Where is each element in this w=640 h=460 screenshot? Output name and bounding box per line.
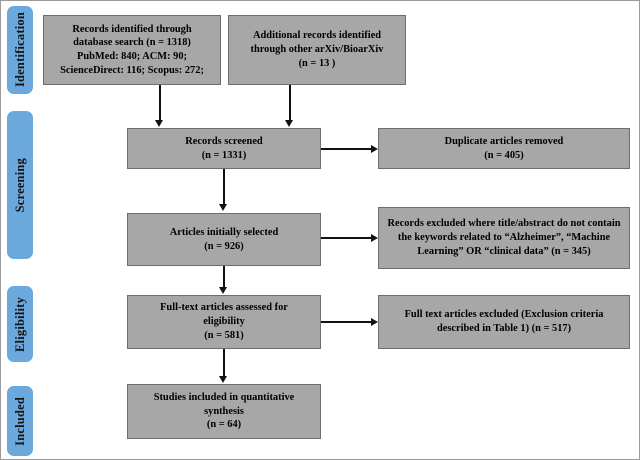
stage-label-identification: Identification	[7, 6, 33, 94]
connector-fulltext-to-excluded	[321, 321, 371, 323]
studies-included-line-2: synthesis	[204, 405, 244, 417]
box-studies-included: Studies included in quantitative synthes…	[127, 384, 321, 439]
studies-included-line-3: (n = 64)	[206, 419, 242, 431]
box-fulltext-excluded-lines: Full text articles excluded (Exclusion c…	[384, 308, 624, 335]
db-search-line-3: PubMed: 840; ACM: 90;	[77, 51, 187, 62]
initially-selected-line-2: (n = 926)	[204, 240, 244, 252]
arrowhead-db-search-to-screened	[155, 120, 163, 127]
box-articles-initially-selected: Articles initially selected (n = 926)	[127, 213, 321, 266]
other-sources-line-1: Additional records identified	[253, 30, 381, 42]
duplicates-line-2: (n = 405)	[484, 149, 524, 161]
box-duplicate-articles-removed: Duplicate articles removed (n = 405)	[378, 128, 630, 169]
stage-label-eligibility-text: Eligibility	[12, 296, 27, 352]
other-sources-line-2: through other arXiv/BioarXiv	[250, 44, 384, 56]
arrowhead-initially-selected-to-fulltext	[219, 287, 227, 294]
box-fulltext-assessed: Full-text articles assessed for eligibil…	[127, 295, 321, 349]
box-records-excluded-keywords-lines: Records excluded where title/abstract do…	[384, 217, 624, 258]
arrowhead-fulltext-to-included	[219, 376, 227, 383]
connector-db-search-to-screened	[159, 85, 161, 121]
box-additional-records: Additional records identified through ot…	[228, 15, 406, 85]
box-records-excluded-keywords: Records excluded where title/abstract do…	[378, 207, 630, 269]
box-fulltext-assessed-lines: Full-text articles assessed for eligibil…	[133, 301, 315, 342]
fulltext-assessed-line-3: (n = 581)	[204, 329, 244, 341]
studies-included-line-1: Studies included in quantitative	[153, 391, 295, 403]
stage-label-screening-text: Screening	[12, 157, 27, 213]
stage-label-eligibility: Eligibility	[7, 286, 33, 362]
box-records-screened: Records screened (n = 1331)	[127, 128, 321, 169]
box-records-screened-lines: Records screened (n = 1331)	[133, 135, 315, 162]
records-screened-line-1: Records screened	[185, 135, 263, 147]
arrowhead-screened-to-initially-selected	[219, 204, 227, 211]
records-screened-line-2: (n = 1331)	[201, 149, 247, 161]
fulltext-assessed-line-2: eligibility	[203, 316, 245, 328]
box-studies-included-lines: Studies included in quantitative synthes…	[133, 391, 315, 432]
db-search-line-1: Records identified through	[72, 23, 192, 35]
connector-initially-selected-to-fulltext	[223, 266, 225, 288]
box-additional-records-lines: Additional records identified through ot…	[234, 29, 400, 70]
box-fulltext-excluded: Full text articles excluded (Exclusion c…	[378, 295, 630, 349]
records-excluded-line-3: Learning” OR “clinical data” (n = 345)	[417, 245, 591, 257]
stage-label-identification-text: Identification	[12, 12, 27, 88]
db-search-line-2: database search (n = 1318)	[73, 37, 191, 49]
fulltext-excluded-line-1: Full text articles excluded (Exclusion c…	[404, 309, 604, 321]
connector-screened-to-initially-selected	[223, 169, 225, 205]
fulltext-excluded-line-2: described in Table 1) (n = 517)	[436, 323, 572, 334]
arrowhead-other-sources-to-screened	[285, 120, 293, 127]
arrowhead-fulltext-to-excluded	[371, 317, 378, 326]
initially-selected-line-1: Articles initially selected	[169, 226, 279, 238]
records-excluded-line-1: Records excluded where title/abstract do…	[387, 218, 621, 230]
db-search-line-4: ScienceDirect: 116; Scopus: 272;	[60, 64, 204, 76]
connector-other-sources-to-screened	[289, 85, 291, 121]
box-articles-initially-selected-lines: Articles initially selected (n = 926)	[133, 226, 315, 253]
other-sources-line-3: (n = 13 )	[298, 57, 336, 69]
box-records-identified-database-lines: Records identified through database sear…	[49, 23, 215, 78]
stage-label-included: Included	[7, 386, 33, 456]
fulltext-assessed-line-1: Full-text articles assessed for	[160, 302, 288, 314]
arrowhead-screened-to-duplicates	[371, 144, 378, 153]
box-duplicate-articles-removed-lines: Duplicate articles removed (n = 405)	[384, 135, 624, 162]
connector-initially-selected-to-excluded	[321, 237, 371, 239]
records-excluded-line-2: the keywords related to “Alzheimer”, “Ma…	[397, 232, 611, 244]
connector-fulltext-to-included	[223, 349, 225, 377]
stage-label-included-text: Included	[12, 396, 27, 446]
connector-screened-to-duplicates	[321, 148, 371, 150]
box-records-identified-database: Records identified through database sear…	[43, 15, 221, 85]
arrowhead-initially-selected-to-excluded	[371, 233, 378, 242]
duplicates-line-1: Duplicate articles removed	[444, 135, 564, 147]
stage-label-screening: Screening	[7, 111, 33, 259]
